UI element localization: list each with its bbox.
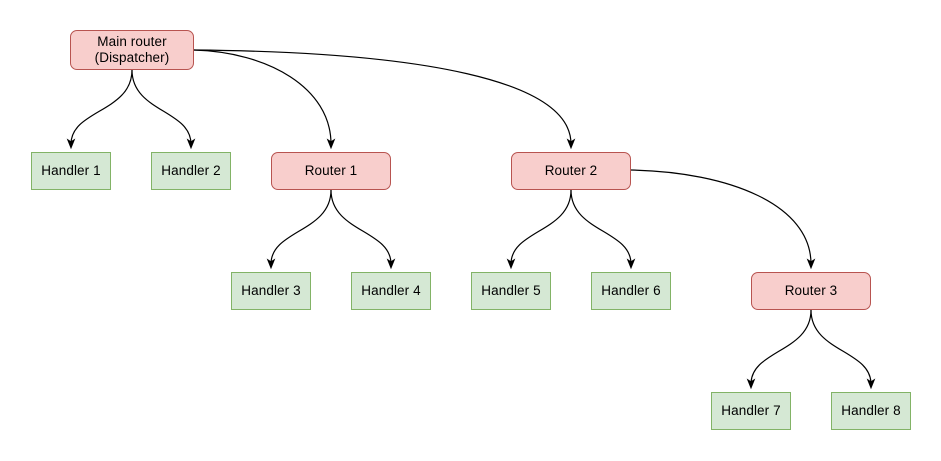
- node-h5[interactable]: Handler 5: [471, 272, 551, 310]
- node-h8[interactable]: Handler 8: [831, 392, 911, 430]
- node-h6[interactable]: Handler 6: [591, 272, 671, 310]
- edge-r3-to-h7: [746, 309, 812, 390]
- node-h3[interactable]: Handler 3: [231, 272, 311, 310]
- node-h7[interactable]: Handler 7: [711, 392, 791, 430]
- edge-main-to-r1: [193, 49, 336, 150]
- edge-r3-to-h8: [810, 309, 876, 390]
- node-h4[interactable]: Handler 4: [351, 272, 431, 310]
- node-r3[interactable]: Router 3: [751, 272, 871, 310]
- edge-r2-to-h5: [506, 189, 572, 270]
- edge-main-to-h1: [66, 69, 133, 150]
- edge-r1-to-h4: [330, 189, 396, 270]
- edge-r2-to-h6: [570, 189, 636, 270]
- node-main[interactable]: Main router (Dispatcher): [70, 30, 194, 70]
- edge-main-to-h2: [131, 69, 196, 150]
- node-h2[interactable]: Handler 2: [151, 152, 231, 190]
- node-r1[interactable]: Router 1: [271, 152, 391, 190]
- edges-group: [66, 49, 876, 390]
- edge-r1-to-h3: [266, 189, 332, 270]
- node-r2[interactable]: Router 2: [511, 152, 631, 190]
- node-h1[interactable]: Handler 1: [31, 152, 111, 190]
- edge-main-to-r2: [193, 49, 576, 150]
- edge-r2-to-r3: [630, 169, 816, 270]
